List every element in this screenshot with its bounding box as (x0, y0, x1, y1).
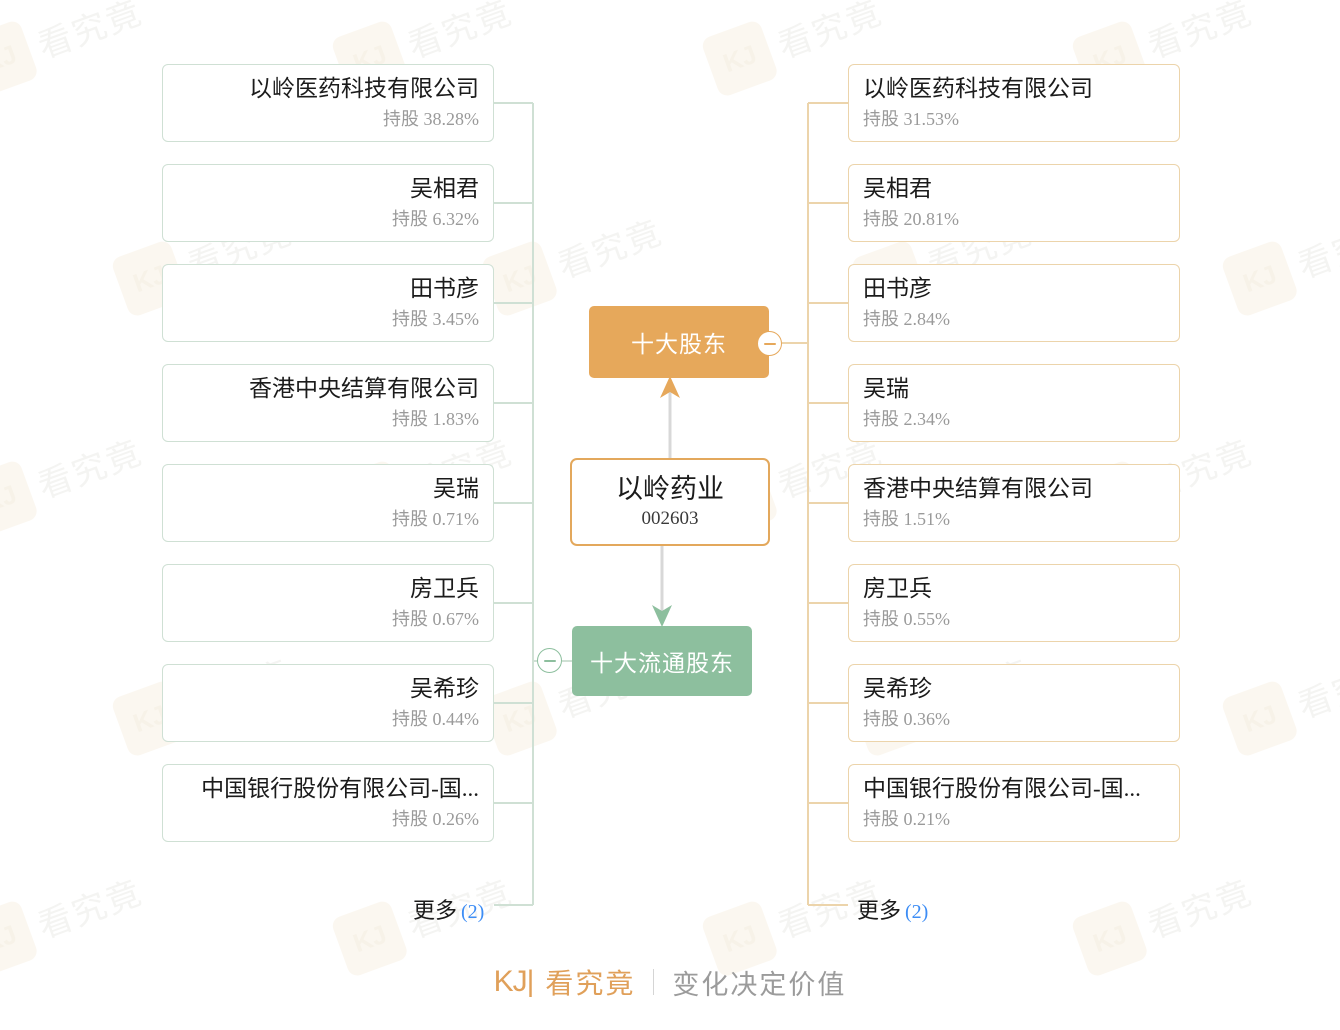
watermark-text: 看究竟 (32, 0, 148, 66)
shareholder-name: 中国银行股份有限公司-国... (201, 775, 479, 801)
center-company-node[interactable]: 以岭药业 002603 (570, 458, 770, 546)
group-node-top-holders[interactable]: 十大股东 (589, 306, 769, 378)
shareholder-card[interactable]: 田书彦持股 3.45% (162, 264, 494, 342)
shareholder-share-percent: 持股 6.32% (392, 208, 479, 229)
more-link-left-branch[interactable]: 更多(2) (413, 893, 484, 925)
group-node-float-holders-label: 十大流通股东 (590, 651, 734, 676)
watermark-logo-icon: KJ (0, 18, 40, 99)
brand-logo-icon: KJ| (493, 965, 535, 998)
watermark-logo-icon: KJ (1220, 678, 1300, 759)
shareholder-name: 中国银行股份有限公司-国... (863, 775, 1141, 801)
shareholder-card[interactable]: 香港中央结算有限公司持股 1.51% (848, 464, 1180, 542)
shareholder-name: 以岭医药科技有限公司 (863, 75, 1093, 101)
shareholder-name: 吴相君 (863, 175, 932, 201)
shareholder-card[interactable]: 吴相君持股 20.81% (848, 164, 1180, 242)
collapse-toggle-float-holders-minus-icon[interactable] (537, 648, 562, 673)
watermark-text: 看究竟 (772, 0, 888, 66)
center-company-code: 002603 (641, 508, 699, 530)
shareholder-share-percent: 持股 0.26% (392, 808, 479, 829)
shareholder-share-percent: 持股 1.83% (392, 408, 479, 429)
minus-icon-bar (763, 342, 776, 345)
shareholder-name: 香港中央结算有限公司 (249, 375, 479, 401)
shareholder-card[interactable]: 吴希珍持股 0.44% (162, 664, 494, 742)
shareholder-share-percent: 持股 38.28% (383, 108, 479, 129)
watermark-text: 看究竟 (1142, 873, 1258, 946)
shareholder-share-percent: 持股 0.36% (863, 708, 950, 729)
more-link-right-count: (2) (905, 901, 929, 923)
watermark-text: 看究竟 (1292, 213, 1340, 286)
watermark-text: 看究竟 (32, 873, 148, 946)
shareholder-card[interactable]: 吴瑞持股 0.71% (162, 464, 494, 542)
footer-divider (653, 969, 655, 995)
watermark-logo-icon: KJ (1220, 238, 1300, 319)
shareholder-share-percent: 持股 0.55% (863, 608, 950, 629)
shareholder-card[interactable]: 房卫兵持股 0.67% (162, 564, 494, 642)
shareholder-name: 房卫兵 (410, 575, 479, 601)
shareholder-share-percent: 持股 0.67% (392, 608, 479, 629)
shareholder-card[interactable]: 以岭医药科技有限公司持股 31.53% (848, 64, 1180, 142)
watermark-logo-icon: KJ (700, 18, 780, 99)
minus-icon-bar (543, 659, 556, 662)
watermark-text: 看究竟 (32, 433, 148, 506)
shareholder-card[interactable]: 田书彦持股 2.84% (848, 264, 1180, 342)
footer-tagline: 变化决定价值 (672, 969, 847, 1000)
shareholder-share-percent: 持股 2.34% (863, 408, 950, 429)
shareholder-share-percent: 持股 1.51% (863, 508, 950, 529)
shareholder-name: 田书彦 (410, 275, 479, 301)
shareholder-name: 房卫兵 (863, 575, 932, 601)
shareholder-card[interactable]: 中国银行股份有限公司-国... 持股 0.26% (162, 764, 494, 842)
shareholder-share-percent: 持股 31.53% (863, 108, 959, 129)
shareholder-card[interactable]: 吴相君持股 6.32% (162, 164, 494, 242)
shareholder-card[interactable]: 吴希珍持股 0.36% (848, 664, 1180, 742)
collapse-toggle-top-holders-minus-icon[interactable] (757, 331, 782, 356)
shareholder-share-percent: 持股 2.84% (863, 308, 950, 329)
watermark-text: 看究竟 (552, 213, 668, 286)
more-link-left-count: (2) (461, 901, 485, 923)
shareholder-card[interactable]: 房卫兵持股 0.55% (848, 564, 1180, 642)
shareholder-share-percent: 持股 3.45% (392, 308, 479, 329)
group-node-top-holders-label: 十大股东 (631, 332, 727, 357)
shareholder-card[interactable]: 香港中央结算有限公司持股 1.83% (162, 364, 494, 442)
shareholder-share-percent: 持股 0.71% (392, 508, 479, 529)
watermark-text: 看究竟 (1142, 0, 1258, 66)
center-company-name: 以岭药业 (616, 473, 724, 504)
shareholder-share-percent: 持股 0.21% (863, 808, 950, 829)
shareholder-name: 吴希珍 (863, 675, 932, 701)
shareholder-name: 吴希珍 (410, 675, 479, 701)
more-link-left-label: 更多 (413, 898, 458, 923)
shareholder-name: 香港中央结算有限公司 (863, 475, 1093, 501)
shareholder-share-percent: 持股 0.44% (392, 708, 479, 729)
footer-brand-name: 看究竟 (545, 969, 636, 1000)
shareholder-name: 吴瑞 (863, 375, 909, 401)
watermark-logo-icon: KJ (0, 458, 40, 539)
more-link-right-branch[interactable]: 更多(2) (857, 893, 928, 925)
shareholder-name: 吴相君 (410, 175, 479, 201)
shareholder-card[interactable]: 以岭医药科技有限公司持股 38.28% (162, 64, 494, 142)
more-link-right-label: 更多 (857, 898, 902, 923)
watermark-text: 看究竟 (1292, 653, 1340, 726)
shareholder-name: 吴瑞 (433, 475, 479, 501)
footer-branding: KJ| 看究竟 变化决定价值 (0, 962, 1340, 1002)
watermark-text: 看究竟 (402, 0, 518, 66)
group-node-float-holders[interactable]: 十大流通股东 (572, 626, 752, 696)
shareholder-card[interactable]: 吴瑞持股 2.34% (848, 364, 1180, 442)
shareholder-card[interactable]: 中国银行股份有限公司-国... 持股 0.21% (848, 764, 1180, 842)
shareholder-name: 田书彦 (863, 275, 932, 301)
shareholder-share-percent: 持股 20.81% (863, 208, 959, 229)
shareholder-name: 以岭医药科技有限公司 (249, 75, 479, 101)
